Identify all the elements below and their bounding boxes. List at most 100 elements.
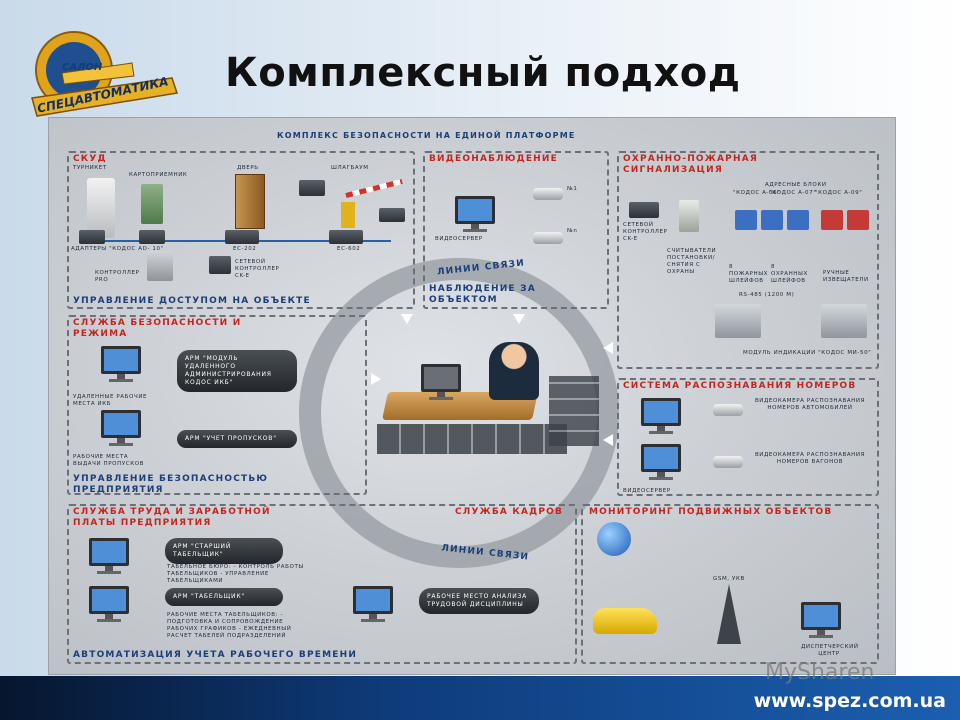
security-service-section — [67, 315, 367, 495]
footer-bar — [0, 676, 960, 720]
turnstile-label: ТУРНИКЕТ — [73, 165, 107, 171]
adapter-box-2 — [139, 230, 165, 244]
manual-detectors-label: РУЧНЫЕ ИЗВЕЩАТЕЛИ — [823, 270, 869, 283]
card-reader-label: КАРТОПРИЕМНИК — [129, 172, 188, 178]
video-server-label: ВИДЕОСЕРВЕР — [435, 236, 483, 242]
fire-readers-label: СЧИТЫВАТЕЛИ ПОСТАНОВКИ/СНЯТИЯ С ОХРАНЫ — [667, 248, 717, 275]
turnstile-image — [87, 178, 115, 238]
controller-pro-box — [147, 251, 173, 281]
plate-recognition-title: СИСТЕМА РАСПОЗНАВАНИЯ НОМЕРОВ — [623, 381, 857, 391]
remote-workplaces-label: УДАЛЕННЫЕ РАБОЧИЕ МЕСТА ИКБ — [73, 394, 148, 407]
arm-discipline: РАБОЧЕЕ МЕСТО АНАЛИЗА ТРУДОВОЙ ДИСЦИПЛИН… — [419, 588, 539, 614]
passes-workplace-monitor — [101, 410, 141, 446]
fire-net-controller-label: СЕТЕВОЙ КОНТРОЛЛЕР CK-E — [623, 222, 668, 242]
operator-monitor — [421, 364, 461, 400]
poster-header: КОМПЛЕКС БЕЗОПАСНОСТИ НА ЕДИНОЙ ПЛАТФОРМ… — [277, 131, 576, 140]
card-reader-image — [141, 184, 163, 224]
arm-timekeeper: АРМ "ТАБЕЛЬЩИК" — [165, 588, 283, 606]
camera-feeds-strip-right — [549, 376, 599, 446]
indication-label: МОДУЛЬ ИНДИКАЦИИ "КОДОС МИ-50" — [743, 350, 872, 356]
security-service-footer: УПРАВЛЕНИЕ БЕЗОПАСНОСТЬЮ ПРЕДПРИЯТИЯ — [73, 474, 269, 495]
addr-block-2 — [761, 210, 783, 230]
video-footer: НАБЛЮДЕНИЕ ЗА ОБЪЕКТОМ — [429, 284, 536, 305]
kodos-a06-label: "КОДОС A-06" — [733, 190, 781, 196]
security-complex-diagram: КОМПЛЕКС БЕЗОПАСНОСТИ НА ЕДИНОЙ ПЛАТФОРМ… — [48, 117, 896, 675]
camera-n-label: №n — [567, 228, 578, 234]
indication-module-2 — [821, 304, 867, 338]
plate-recognition-section — [617, 378, 879, 496]
fire-loops-label: 8 ПОЖАРНЫХ ШЛЕЙФОВ — [729, 264, 769, 284]
remote-workplace-monitor — [101, 346, 141, 382]
addr-block-1 — [735, 210, 757, 230]
globe-satellite — [597, 522, 631, 556]
video-section — [423, 151, 609, 309]
plate-server-monitor-1 — [641, 398, 681, 434]
arm-remote-admin: АРМ "МОДУЛЬ УДАЛЕННОГО АДМИНИСТРИРОВАНИЯ… — [177, 350, 297, 392]
senior-timekeeper-monitor — [89, 538, 129, 574]
timekeeper-monitor — [89, 586, 129, 622]
plate-camera-cars — [713, 404, 743, 416]
operator-figure — [489, 342, 539, 400]
ec202-label: EC-202 — [233, 246, 257, 252]
arrow-video-down — [513, 314, 525, 324]
labor-title: СЛУЖБА ТРУДА И ЗАРАБОТНОЙ ПЛАТЫ ПРЕДПРИЯ… — [73, 507, 271, 528]
skud-title: СКУД — [73, 154, 107, 164]
adapter-box-1 — [79, 230, 105, 244]
net-controller-box — [209, 256, 231, 274]
video-server-monitor — [455, 196, 495, 232]
video-title: ВИДЕОНАБЛЮДЕНИЕ — [429, 154, 558, 164]
camera-feeds-strip — [377, 424, 567, 454]
gsm-label: GSM, УКВ — [713, 576, 745, 582]
plate-server-label: ВИДЕОСЕРВЕР — [623, 488, 671, 494]
arrow-skud-down — [401, 314, 413, 324]
plate-camera-wagons — [713, 456, 743, 468]
ec602-label: EC-602 — [337, 246, 361, 252]
hr-label: СЛУЖБА КАДРОВ — [455, 507, 564, 517]
dispatch-label: ДИСПЕТЧЕРСКИЙ ЦЕНТР — [801, 644, 859, 657]
rs485-label: RS-485 (1200 M) — [739, 292, 795, 298]
camera-1-label: №1 — [567, 186, 578, 192]
camera-1 — [533, 188, 563, 200]
watermark: MySharen — [765, 660, 875, 685]
addr-block-4 — [821, 210, 843, 230]
barrier-image — [341, 202, 355, 228]
plate-camera-wagons-label: ВИДЕОКАМЕРА РАСПОЗНАВАНИЯ НОМЕРОВ ВАГОНО… — [754, 452, 866, 465]
camera-n — [533, 232, 563, 244]
kodos-a07-label: "КОДОС A-07" — [769, 190, 817, 196]
door-label: ДВЕРЬ — [237, 165, 259, 171]
kodos-a09-label: "КОДОС A-09" — [815, 190, 863, 196]
arm-pass-control: АРМ "УЧЕТ ПРОПУСКОВ" — [177, 430, 297, 448]
car-image — [593, 608, 657, 634]
labor-section — [67, 504, 577, 664]
indication-module-1 — [715, 304, 761, 338]
fire-net-controller — [629, 202, 659, 218]
skud-net-controller-label: СЕТЕВОЙ КОНТРОЛЛЕР CK-E — [235, 259, 280, 279]
door-image — [235, 174, 265, 229]
arm-senior-timekeeper: АРМ "СТАРШИЙ ТАБЕЛЬЩИК" — [165, 538, 283, 564]
bureau-label: ТАБЕЛЬНОЕ БЮРО: - КОНТРОЛЬ РАБОТЫ ТАБЕЛЬ… — [167, 564, 304, 584]
slide-title: Комплексный подход — [225, 50, 741, 96]
addr-block-3 — [787, 210, 809, 230]
labor-footer: АВТОМАТИЗАЦИЯ УЧЕТА РАБОЧЕГО ВРЕМЕНИ — [73, 650, 358, 660]
addr-block-5 — [847, 210, 869, 230]
barrier-label: ШЛАГБАУМ — [331, 165, 369, 171]
address-blocks-label: АДРЕСНЫЕ БЛОКИ — [765, 182, 827, 188]
guard-loops-label: 8 ОХРАННЫХ ШЛЕЙФОВ — [771, 264, 808, 284]
logo-top-text: САЛОН — [62, 62, 103, 73]
dispatch-monitor — [801, 602, 841, 638]
fire-alarm-title: ОХРАННО-ПОЖАРНАЯ СИГНАЛИЗАЦИЯ — [623, 154, 758, 175]
timekeeper-places-label: РАБОЧИЕ МЕСТА ТАБЕЛЬЩИКОВ: - ПОДГОТОВКА … — [167, 612, 292, 639]
footer-url[interactable]: www.spez.com.ua — [753, 690, 946, 712]
mobile-monitoring-title: МОНИТОРИНГ ПОДВИЖНЫХ ОБЪЕКТОВ — [589, 507, 833, 517]
discipline-monitor — [353, 586, 393, 622]
security-service-title: СЛУЖБА БЕЗОПАСНОСТИ И РЕЖИМА — [73, 318, 242, 339]
skud-reader-left — [299, 180, 325, 196]
radio-tower — [717, 584, 741, 644]
controller-pro-label: КОНТРОЛЛЕР PRO — [95, 270, 140, 283]
ec602-box — [329, 230, 363, 244]
skud-reader-right — [379, 208, 405, 222]
arrow-security-right — [371, 373, 381, 385]
plate-server-monitor-2 — [641, 444, 681, 480]
ec202-box — [225, 230, 259, 244]
skud-footer: УПРАВЛЕНИЕ ДОСТУПОМ НА ОБЪЕКТЕ — [73, 296, 311, 306]
